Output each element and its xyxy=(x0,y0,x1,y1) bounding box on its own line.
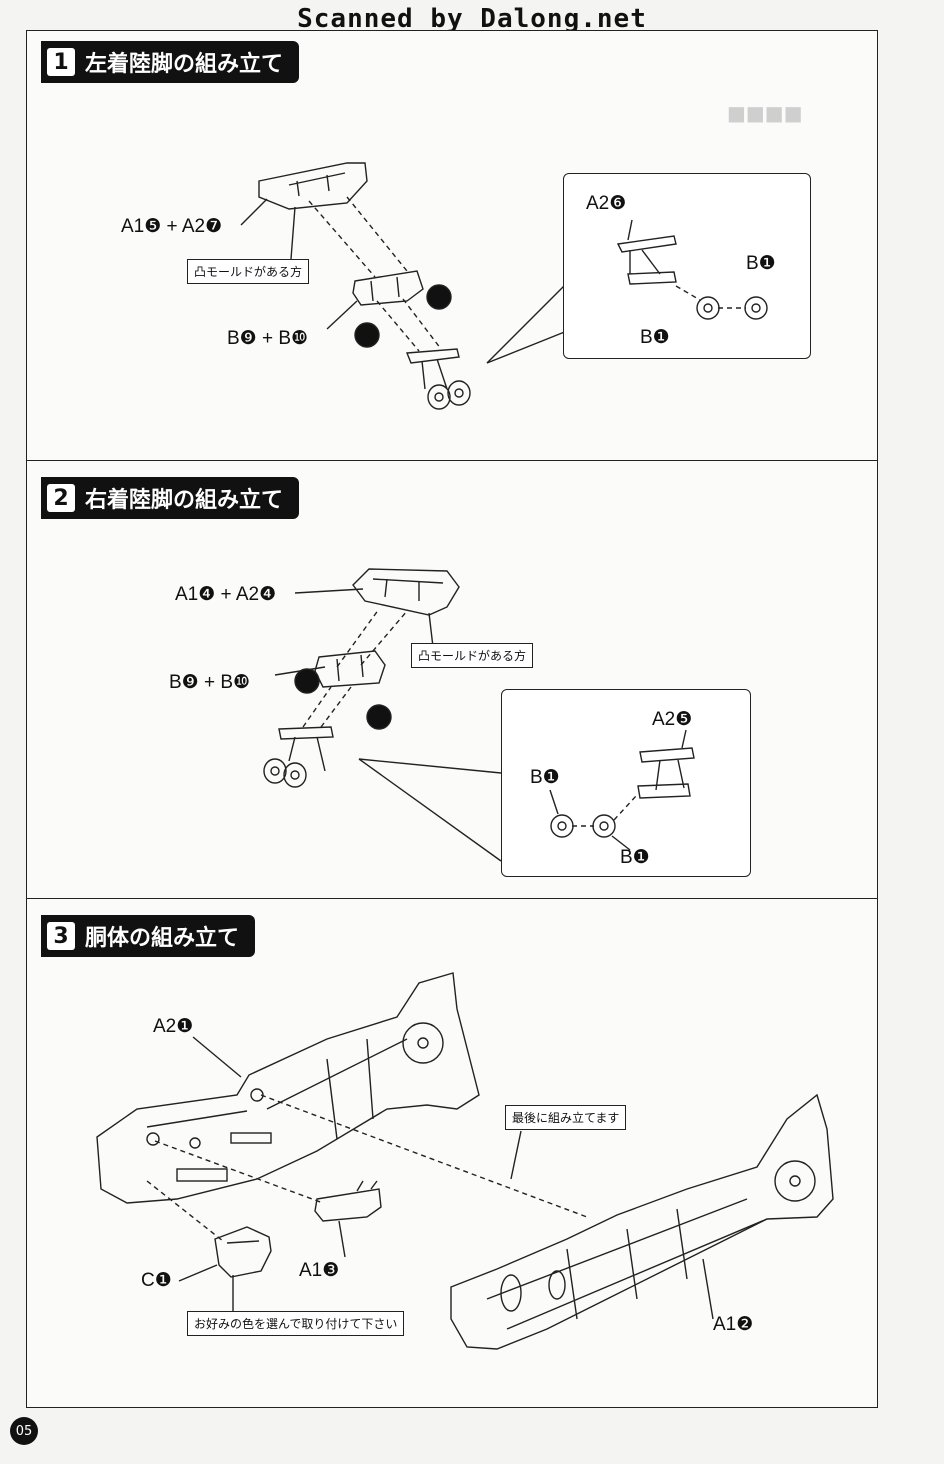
step-2-diagram xyxy=(263,568,502,862)
step-3-header: 3 胴体の組み立て xyxy=(41,915,256,957)
step-2-detail-box: A2❺ B❶ B❶ xyxy=(501,689,751,877)
step-3-part-a2-label: A2❶ xyxy=(153,1016,194,1037)
gear-bay-cover-part xyxy=(258,162,368,210)
step-1-mold-note: 凸モールドがある方 xyxy=(187,259,310,284)
step-1-number: 1 xyxy=(47,48,75,76)
page-number-badge: 05 xyxy=(10,1417,38,1445)
step-3-panel: 3 胴体の組み立て A2❶ 最後に組み立てます xyxy=(26,898,878,1408)
step-1-part-b-label: B❾ + B❿ xyxy=(227,328,309,349)
step-1-part-a-label: A1❺ + A2❼ xyxy=(121,216,223,237)
nose-part xyxy=(214,1226,272,1278)
step-1-panel: 1 左着陸脚の組み立て ■■■■ A1❺ + A2❼ 凸モールドがある方 B❾ … xyxy=(26,30,878,462)
step-2-detail-diagram xyxy=(549,729,695,851)
step-1-header: 1 左着陸脚の組み立て xyxy=(41,41,300,83)
step-3-diagram xyxy=(96,972,834,1350)
fuselage-assembled-part xyxy=(450,1093,834,1350)
step-3-color-choice-note: お好みの色を選んで取り付けて下さい xyxy=(187,1311,405,1336)
step-2-header: 2 右着陸脚の組み立て xyxy=(41,477,300,519)
step-2-panel: 2 右着陸脚の組み立て A1❹ + A2❹ 凸モールドがある方 B❾ + B❿ xyxy=(26,460,878,900)
step-3-part-c-label: C❶ xyxy=(141,1270,172,1291)
watermark-text: Scanned by Dalong.net xyxy=(297,4,647,34)
fuselage-half-left-part xyxy=(96,972,480,1204)
gear-bracket-part xyxy=(314,650,386,688)
step-3-title: 胴体の組み立て xyxy=(85,926,240,951)
step-2-title: 右着陸脚の組み立て xyxy=(85,488,284,513)
step-2-detail-b-top-label: B❶ xyxy=(530,767,560,788)
wheel-part xyxy=(427,384,451,410)
step-2-part-a-label: A1❹ + A2❹ xyxy=(175,584,277,605)
step-3-part-a1-3-label: A1❸ xyxy=(299,1260,340,1281)
landing-strut-part xyxy=(405,348,460,364)
step-3-part-a1-2-label: A1❷ xyxy=(713,1314,754,1335)
cockpit-insert-part xyxy=(314,1188,382,1222)
step-3-last-assemble-note: 最後に組み立てます xyxy=(505,1105,627,1130)
step-1-detail-b-bottom-label: B❶ xyxy=(640,327,670,348)
step-2-part-b-label: B❾ + B❿ xyxy=(169,672,251,693)
step-1-title: 左着陸脚の組み立て xyxy=(85,52,284,77)
bleed-through-text: ■■■■ xyxy=(727,101,803,125)
gear-bracket-part xyxy=(352,270,424,306)
step-1-detail-box: A2❻ B❶ B❶ xyxy=(563,173,811,359)
gear-bay-cover-part xyxy=(352,568,460,616)
step-2-detail-b-bottom-label: B❶ xyxy=(620,847,650,868)
step-1-detail-diagram xyxy=(616,219,768,320)
landing-strut-part xyxy=(278,726,334,740)
step-2-detail-a2-label: A2❺ xyxy=(652,709,693,730)
step-1-detail-a2-label: A2❻ xyxy=(586,193,627,214)
step-2-mold-note: 凸モールドがある方 xyxy=(411,643,534,668)
step-1-diagram xyxy=(240,162,568,410)
step-2-number: 2 xyxy=(47,484,75,512)
wheel-part xyxy=(263,758,287,784)
step-3-number: 3 xyxy=(47,922,75,950)
step-1-detail-b-top-label: B❶ xyxy=(746,253,776,274)
